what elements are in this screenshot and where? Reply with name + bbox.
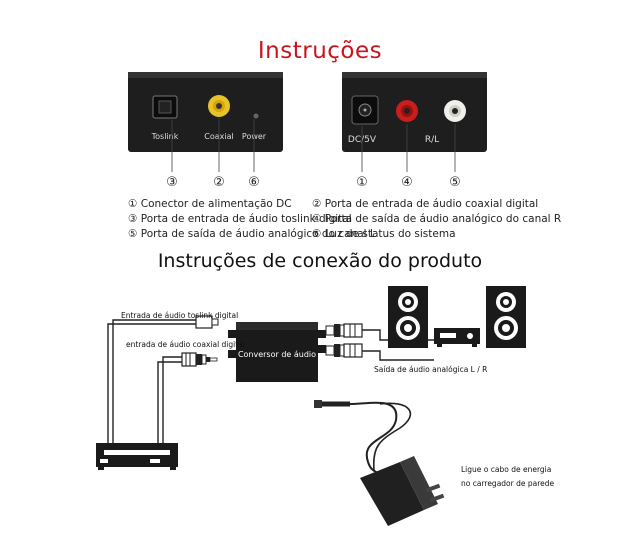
callout-1: ① (356, 175, 368, 190)
coaxial-input-label: entrada de áudio coaxial digital (126, 340, 245, 349)
device-panels: Toslink Coaxial Power ③ ② ⑥ DC/5V R/L ① … (128, 72, 487, 190)
power-note-line2: no carregador de parede (461, 479, 555, 488)
device-back-panel: DC/5V R/L ① ④ ⑤ (342, 72, 487, 190)
toslink-label: Toslink (151, 132, 179, 141)
power-led-icon (253, 113, 259, 119)
converter-box-icon: Conversor de áudio (228, 322, 326, 382)
legend-item-2: ② Porta de entrada de áudio coaxial digi… (312, 198, 539, 210)
amplifier-icon (434, 328, 480, 347)
callout-2: ② (213, 175, 225, 190)
section-title: Instruções de conexão do produto (157, 250, 483, 272)
power-adapter-icon (314, 400, 445, 526)
analog-output-label: Saída de áudio analógica L / R (374, 365, 487, 374)
legend-item-4: ④ Porta de saída de áudio analógico do c… (312, 213, 562, 225)
legend-item-6: ⑥ Luz de status do sistema (312, 228, 456, 240)
callout-6: ⑥ (248, 175, 260, 190)
speaker-icon (486, 286, 526, 348)
dvd-player-icon (96, 443, 178, 470)
power-note-line1: Ligue o cabo de energia (461, 465, 551, 474)
toslink-input-label: Entrada de áudio toslink digital (121, 311, 238, 320)
callout-4: ④ (401, 175, 413, 190)
callout-3: ③ (166, 175, 178, 190)
legend-item-1: ① Conector de alimentação DC (128, 198, 292, 210)
converter-label: Conversor de áudio (238, 350, 316, 359)
rca-plug-icon (181, 352, 218, 367)
callout-5: ⑤ (449, 175, 461, 190)
rca-plug-icon (325, 343, 363, 358)
page-title: Instruções (257, 38, 383, 64)
rl-label: R/L (425, 135, 439, 145)
legend-item-5: ⑤ Porta de saída de áudio analógico do c… (128, 228, 376, 240)
rca-plug-icon (325, 323, 363, 338)
optical-plug-icon (195, 315, 219, 329)
speaker-icon (388, 286, 428, 348)
device-front-panel: Toslink Coaxial Power ③ ② ⑥ (128, 72, 283, 190)
dc5v-label: DC/5V (348, 135, 377, 145)
legend-item-3: ③ Porta de entrada de áudio toslink digi… (128, 213, 352, 225)
